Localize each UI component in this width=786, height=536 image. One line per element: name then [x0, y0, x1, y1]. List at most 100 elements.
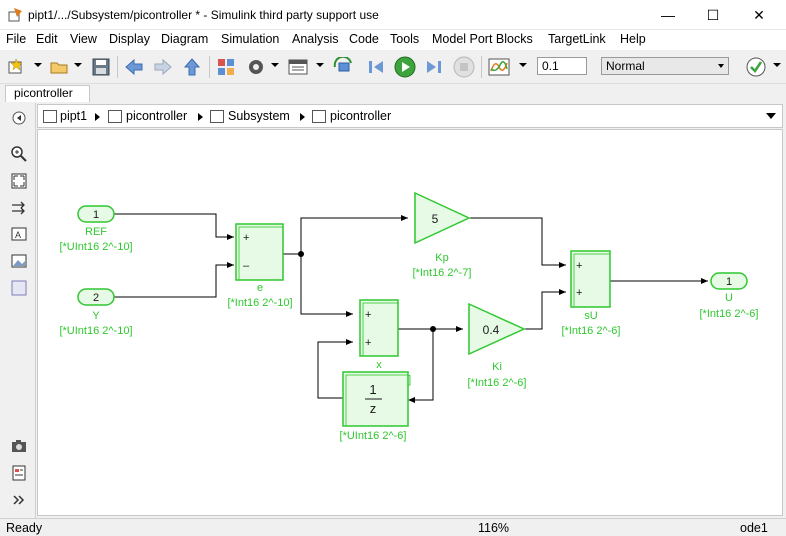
signal-line-ki[interactable]	[524, 291, 566, 330]
library-browser-button[interactable]	[214, 55, 238, 79]
unit-delay-numerator: 1	[369, 382, 376, 397]
model-settings-button[interactable]	[244, 55, 268, 79]
explorer-dropdown-arrow[interactable]	[316, 63, 324, 67]
signal-line-e-to-x[interactable]	[300, 254, 353, 315]
advisor-dropdown-arrow[interactable]	[773, 63, 781, 67]
signal-line-ref[interactable]	[114, 213, 234, 238]
diagram-canvas[interactable]: 1 REF [*UInt16 2^-10] 2 Y [*UInt16 2^-10…	[37, 129, 783, 516]
sum-e-sign-1: +	[243, 232, 249, 244]
new-model-button[interactable]	[4, 55, 28, 79]
menu-edit[interactable]: Edit	[36, 32, 58, 46]
scope-dropdown-arrow[interactable]	[519, 63, 527, 67]
outport-u-block[interactable]: 1 U [*Int16 2^-6]	[700, 272, 759, 320]
new-dropdown-arrow[interactable]	[34, 63, 42, 67]
outport-u-type: [*Int16 2^-6]	[700, 308, 759, 320]
zoom-button[interactable]	[10, 145, 28, 163]
window-title: pipt1/.../Subsystem/picontroller * - Sim…	[28, 8, 379, 22]
close-button[interactable]: ✕	[753, 6, 765, 23]
signal-line-y[interactable]	[114, 264, 234, 298]
area-button[interactable]	[10, 279, 28, 297]
tab-label: picontroller	[14, 86, 73, 100]
breadcrumb-item-subsystem[interactable]: Subsystem	[228, 109, 290, 123]
menu-diagram[interactable]: Diagram	[161, 32, 209, 46]
simulink-app-icon	[8, 8, 22, 22]
menu-simulation[interactable]: Simulation	[221, 32, 280, 46]
screenshot-button[interactable]	[10, 437, 28, 455]
sum-su-block[interactable]: + + sU [*Int16 2^-6]	[562, 250, 621, 337]
run-button[interactable]	[393, 55, 417, 79]
signal-line-kp[interactable]	[469, 217, 566, 266]
branch-point	[298, 251, 304, 257]
signal-line-e-to-kp[interactable]	[300, 217, 408, 254]
area-icon	[11, 280, 27, 296]
tab-picontroller[interactable]: picontroller	[5, 85, 90, 102]
unit-delay-type: [*UInt16 2^-6]	[340, 430, 407, 442]
subsystem-icon	[108, 110, 122, 123]
menu-model-port-blocks[interactable]: Model Port Blocks	[432, 32, 533, 46]
double-chevron-right-icon	[13, 495, 25, 505]
sum-e-block[interactable]: + – e [*Int16 2^-10]	[227, 223, 293, 309]
model-advisor-button[interactable]	[744, 55, 768, 79]
minimize-button[interactable]: —	[661, 7, 675, 23]
step-forward-button[interactable]	[422, 55, 446, 79]
arrow-direction-button[interactable]	[10, 199, 28, 217]
menu-display[interactable]: Display	[109, 32, 150, 46]
inport-ref-name: REF	[85, 226, 107, 238]
sum-e-type: [*Int16 2^-10]	[227, 297, 292, 309]
gain-kp-type: [*Int16 2^-7]	[413, 267, 472, 279]
back-button[interactable]	[122, 55, 146, 79]
menu-targetlink[interactable]: TargetLink	[548, 32, 606, 46]
unit-delay-block[interactable]: 1 z [*UInt16 2^-6]	[340, 371, 409, 442]
menu-file[interactable]: File	[6, 32, 27, 46]
inport-y-type: [*UInt16 2^-10]	[59, 325, 132, 337]
annotation-button[interactable]: A	[10, 225, 28, 243]
breadcrumb-dropdown-icon[interactable]	[766, 113, 776, 119]
menu-bar: File Edit View Display Diagram Simulatio…	[0, 30, 786, 50]
stop-button[interactable]	[452, 55, 476, 79]
property-inspector-button[interactable]	[10, 464, 28, 482]
breadcrumb-separator-icon	[300, 113, 305, 121]
inport-ref-block[interactable]: 1 REF [*UInt16 2^-10]	[59, 205, 133, 253]
menu-tools[interactable]: Tools	[390, 32, 420, 46]
save-button[interactable]	[89, 55, 113, 79]
menu-code[interactable]: Code	[349, 32, 379, 46]
menu-view[interactable]: View	[70, 32, 97, 46]
inport-y-block[interactable]: 2 Y [*UInt16 2^-10]	[59, 288, 133, 337]
inport-y-name: Y	[92, 310, 100, 322]
subsystem-icon	[312, 110, 326, 123]
update-model-button[interactable]	[332, 55, 356, 79]
fit-view-icon	[11, 173, 27, 189]
signal-line-delay-feedback[interactable]	[317, 341, 353, 399]
zoom-level: 116%	[478, 521, 510, 535]
model-explorer-button[interactable]	[286, 55, 310, 79]
arrow-up-icon	[183, 58, 201, 76]
gain-kp-block[interactable]: 5 Kp [*Int16 2^-7]	[413, 191, 472, 279]
tab-row: picontroller	[0, 85, 786, 102]
simulation-mode-select[interactable]: Normal	[601, 57, 729, 75]
status-bar: Ready 116% ode1	[0, 518, 786, 536]
open-dropdown-arrow[interactable]	[74, 63, 82, 67]
expand-palette-button[interactable]	[10, 491, 28, 509]
menu-analysis[interactable]: Analysis	[292, 32, 339, 46]
stop-time-input[interactable]	[537, 57, 587, 75]
forward-button[interactable]	[151, 55, 175, 79]
image-button[interactable]	[10, 252, 28, 270]
simulation-mode-value: Normal	[606, 59, 645, 73]
folder-icon	[50, 62, 68, 74]
breadcrumb-item-picontroller[interactable]: picontroller	[330, 109, 392, 123]
breadcrumb-item-pipt1[interactable]: pipt1	[60, 109, 88, 123]
scope-button[interactable]	[487, 55, 511, 79]
gain-ki-block[interactable]: 0.4 Ki [*Int16 2^-6]	[468, 302, 527, 389]
settings-dropdown-arrow[interactable]	[271, 63, 279, 67]
property-inspector-icon	[12, 465, 26, 481]
solver-name[interactable]: ode1	[740, 521, 768, 535]
up-button[interactable]	[180, 55, 204, 79]
maximize-button[interactable]: ☐	[706, 6, 720, 23]
menu-help[interactable]: Help	[620, 32, 646, 46]
hide-browser-button[interactable]	[10, 109, 28, 127]
breadcrumb-item-picontroller-root[interactable]: picontroller	[126, 109, 188, 123]
signal-line-x-to-delay[interactable]	[408, 329, 434, 401]
open-button[interactable]	[47, 55, 71, 79]
step-back-button[interactable]	[364, 55, 388, 79]
fit-to-view-button[interactable]	[10, 172, 28, 190]
